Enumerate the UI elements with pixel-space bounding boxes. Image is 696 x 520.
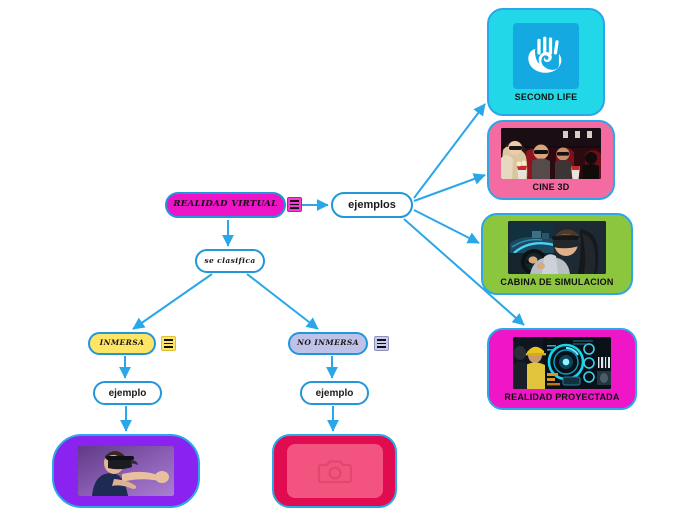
card-cine-3d-caption: CINE 3D (532, 182, 570, 192)
card-inmersa-image[interactable] (52, 434, 200, 508)
node-realidad-virtual[interactable]: REALIDAD VIRTUAL (165, 192, 286, 218)
card-cine-3d[interactable]: CINE 3D (487, 120, 615, 200)
card-realidad-proyectada[interactable]: REALIDAD PROYECTADA (487, 328, 637, 410)
node-inmersa-label: INMERSA (99, 338, 145, 348)
cinema-audience-image (501, 128, 601, 179)
note-lines-icon[interactable] (374, 336, 389, 351)
node-ejemplo-inmersa[interactable]: ejemplo (93, 381, 162, 405)
edge-ejemplos-secondlife (413, 103, 486, 199)
node-realidad-virtual-label: REALIDAD VIRTUAL (173, 199, 278, 210)
node-ejemplo-inmersa-label: ejemplo (108, 387, 147, 399)
vr-headset-person-image (78, 446, 174, 496)
camera-icon (317, 460, 352, 484)
vr-driving-simulator-image (508, 221, 606, 274)
image-placeholder[interactable] (286, 444, 383, 498)
edge-clasifica-inmersa (132, 273, 213, 330)
node-se-clasifica-label: se clasifica (204, 255, 256, 265)
card-second-life[interactable]: SECOND LIFE (487, 8, 605, 116)
node-inmersa[interactable]: INMERSA (88, 332, 156, 355)
edge-ejemplos-cabina (413, 209, 480, 244)
card-realidad-proyectada-caption: REALIDAD PROYECTADA (504, 391, 620, 402)
node-ejemplo-no-inmersa-label: ejemplo (315, 387, 354, 399)
node-no-inmersa-label: NO INMERSA (297, 338, 359, 348)
edge-clasifica-noinmersa (246, 273, 319, 330)
note-lines-icon[interactable] (161, 336, 176, 351)
node-ejemplos[interactable]: ejemplos (331, 192, 413, 218)
card-cabina-de-simulacion-caption: CABINA DE SIMULACION (500, 277, 614, 287)
edge-ejemplos-proyectada (403, 218, 525, 326)
node-ejemplo-no-inmersa[interactable]: ejemplo (300, 381, 369, 405)
node-ejemplos-label: ejemplos (348, 198, 396, 211)
node-se-clasifica[interactable]: se clasifica (195, 249, 265, 273)
card-second-life-caption: SECOND LIFE (514, 91, 578, 102)
card-no-inmersa-image[interactable] (272, 434, 397, 508)
note-lines-icon[interactable] (287, 197, 302, 212)
second-life-logo-image (513, 22, 579, 89)
edge-ejemplos-cine3d (413, 173, 486, 202)
projected-hologram-interface-image (513, 336, 611, 389)
node-no-inmersa[interactable]: NO INMERSA (288, 332, 368, 355)
card-cabina-de-simulacion[interactable]: CABINA DE SIMULACION (481, 213, 633, 295)
